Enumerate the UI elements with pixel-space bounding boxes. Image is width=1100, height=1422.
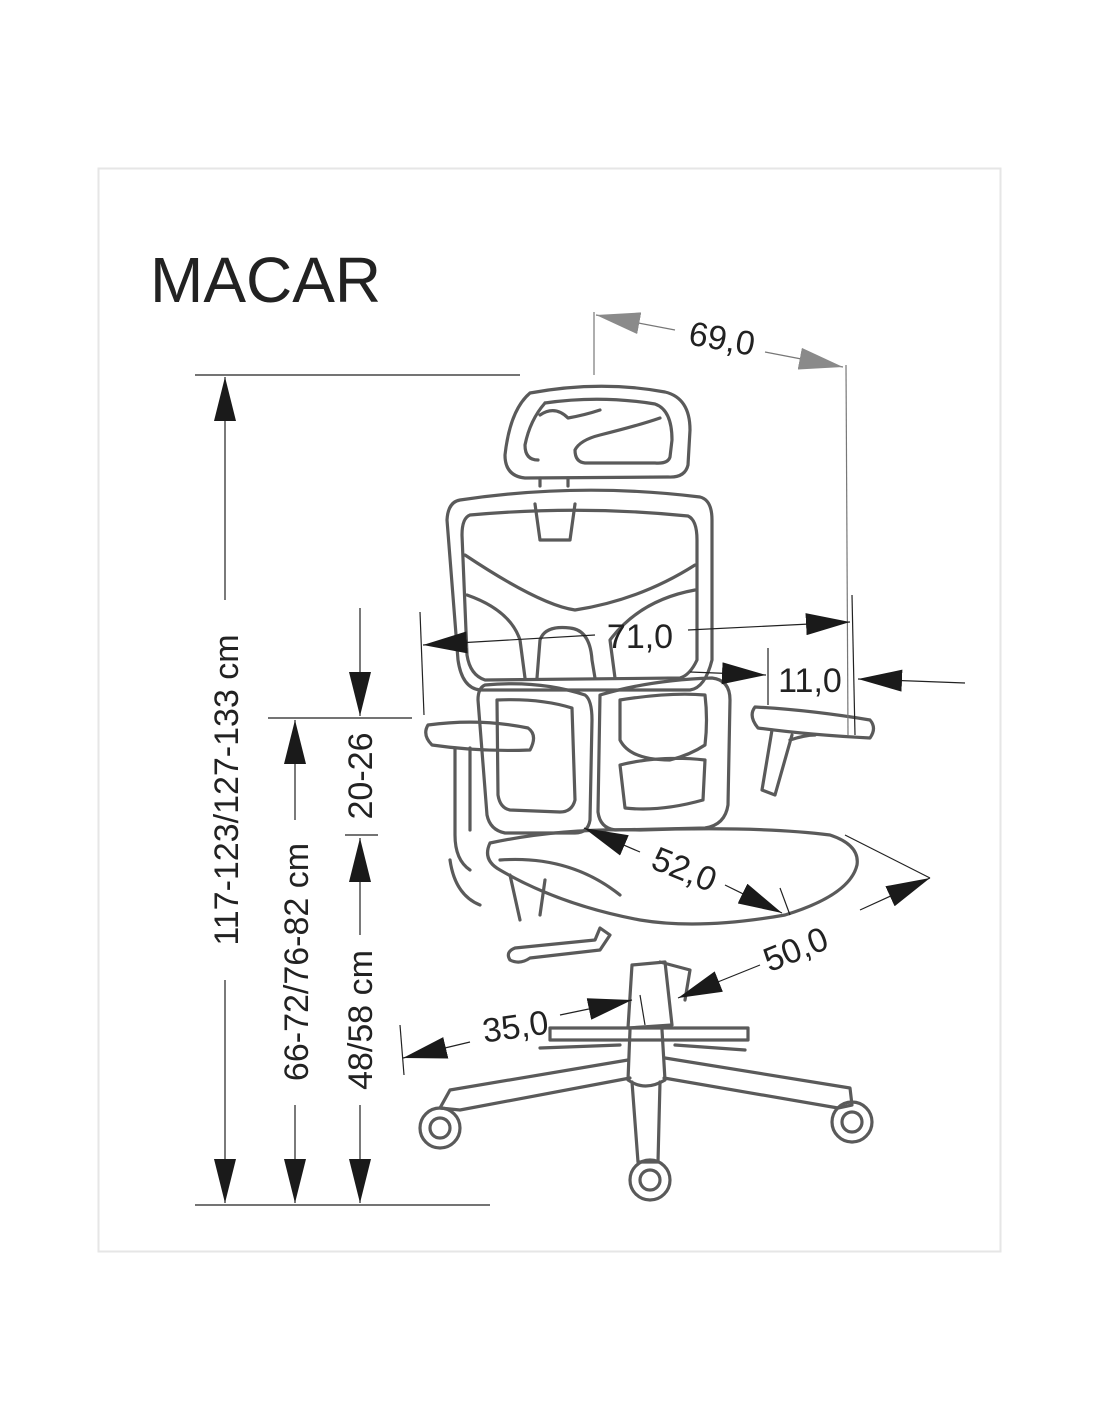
seat-height-label: 48/58 cm [342, 950, 380, 1090]
armrest-width-arrow-right [857, 669, 966, 692]
armrest-height-label: 66-72/76-82 cm [278, 843, 316, 1081]
armrest-width-arrow-left [689, 662, 767, 685]
base-radius-label: 35,0 [480, 1004, 551, 1051]
chair-drawing [418, 384, 876, 1202]
base-radius-arrow-right [559, 998, 633, 1020]
width-arrow-right [687, 613, 851, 636]
depth-arrow-right [764, 347, 844, 370]
width-arrow-left [422, 631, 596, 654]
product-title: MACAR [150, 244, 381, 316]
depth-label: 69,0 [686, 315, 758, 364]
depth-arrow-left [595, 312, 676, 335]
frame-border [97, 167, 1002, 1253]
base-radius-arrow-left [402, 1037, 471, 1059]
seat-depth-label: 52,0 [646, 840, 722, 900]
armrest-adjust-label: 20-26 [342, 733, 380, 820]
total-height-label: 117-123/127-133 cm [208, 634, 246, 945]
width-label: 71,0 [607, 618, 673, 656]
armrest-width-label: 11,0 [778, 662, 842, 700]
seat-width-label: 50,0 [758, 920, 834, 980]
seat-width-arrow-left [677, 964, 761, 999]
seat-depth-arrow-top [583, 827, 641, 856]
seat-width-arrow-right [859, 877, 931, 911]
seat-depth-arrow-bottom [724, 883, 783, 914]
